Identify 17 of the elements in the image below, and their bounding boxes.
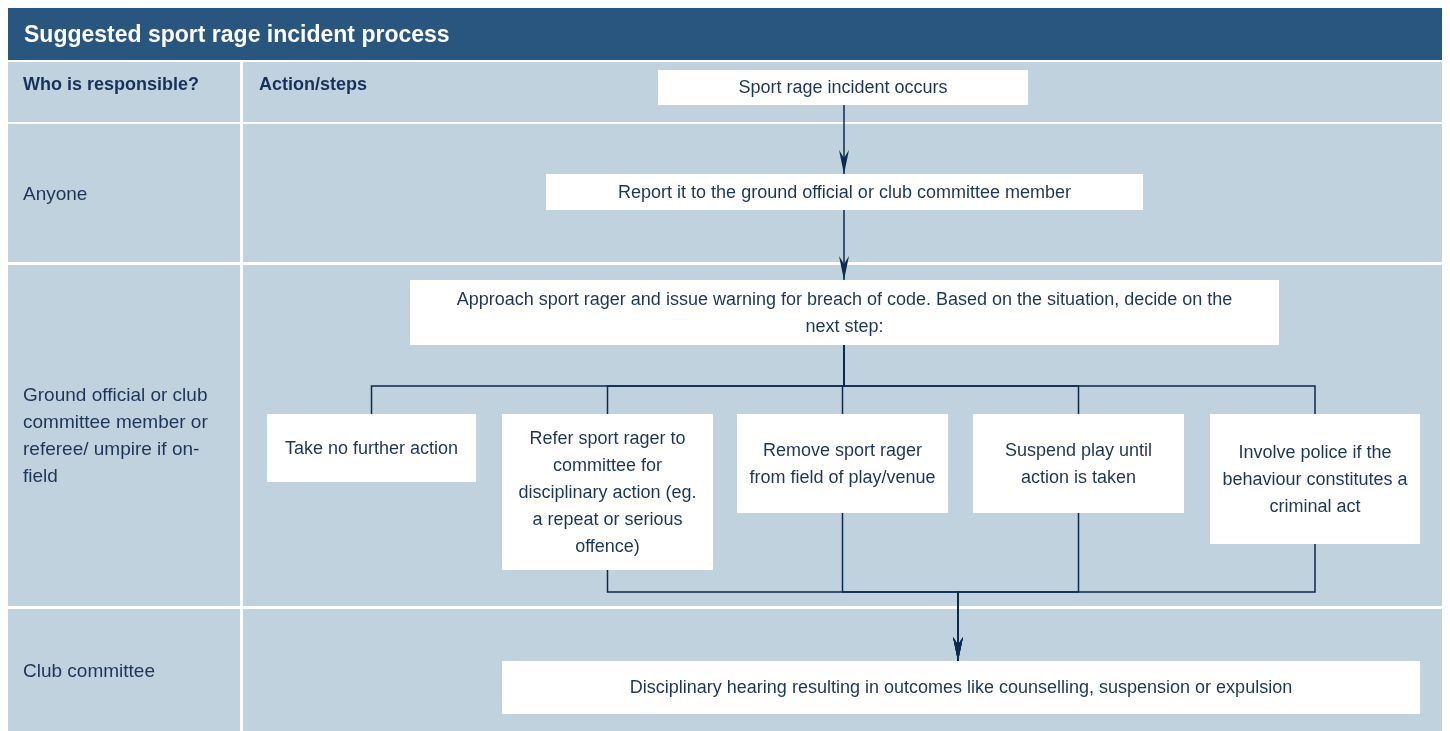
step-box: Sport rage incident occurs — [658, 70, 1028, 105]
title: Suggested sport rage incident process — [24, 19, 450, 49]
step-box: Involve police if the behaviour constitutes a criminal act — [1210, 414, 1420, 544]
arrow — [839, 209, 849, 281]
arrow — [839, 104, 849, 175]
step-box: Approach sport rager and issue warning for breach of code. Based on the situation, decide on the next step: — [410, 280, 1279, 345]
column-header: Who is responsible? — [23, 72, 200, 96]
step-box: Take no further action — [267, 414, 476, 482]
step-box: Remove sport rager from field of play/venue — [737, 414, 948, 513]
step-box: Suspend play until action is taken — [973, 414, 1184, 513]
step-box: Report it to the ground official or club committee member — [546, 174, 1143, 210]
row-label: Club committee — [23, 658, 155, 683]
step-box: Disciplinary hearing resulting in outcomes like counselling, suspension or expulsion — [502, 661, 1420, 714]
row-label: Anyone — [23, 181, 88, 206]
column-header: Action/steps — [259, 72, 368, 96]
row-label: Ground official or club committee member or referee/ umpire if on-field — [23, 383, 209, 488]
step-box: Refer sport rager to committee for disciplinary action (eg. a repeat or serious offence) — [502, 414, 713, 570]
